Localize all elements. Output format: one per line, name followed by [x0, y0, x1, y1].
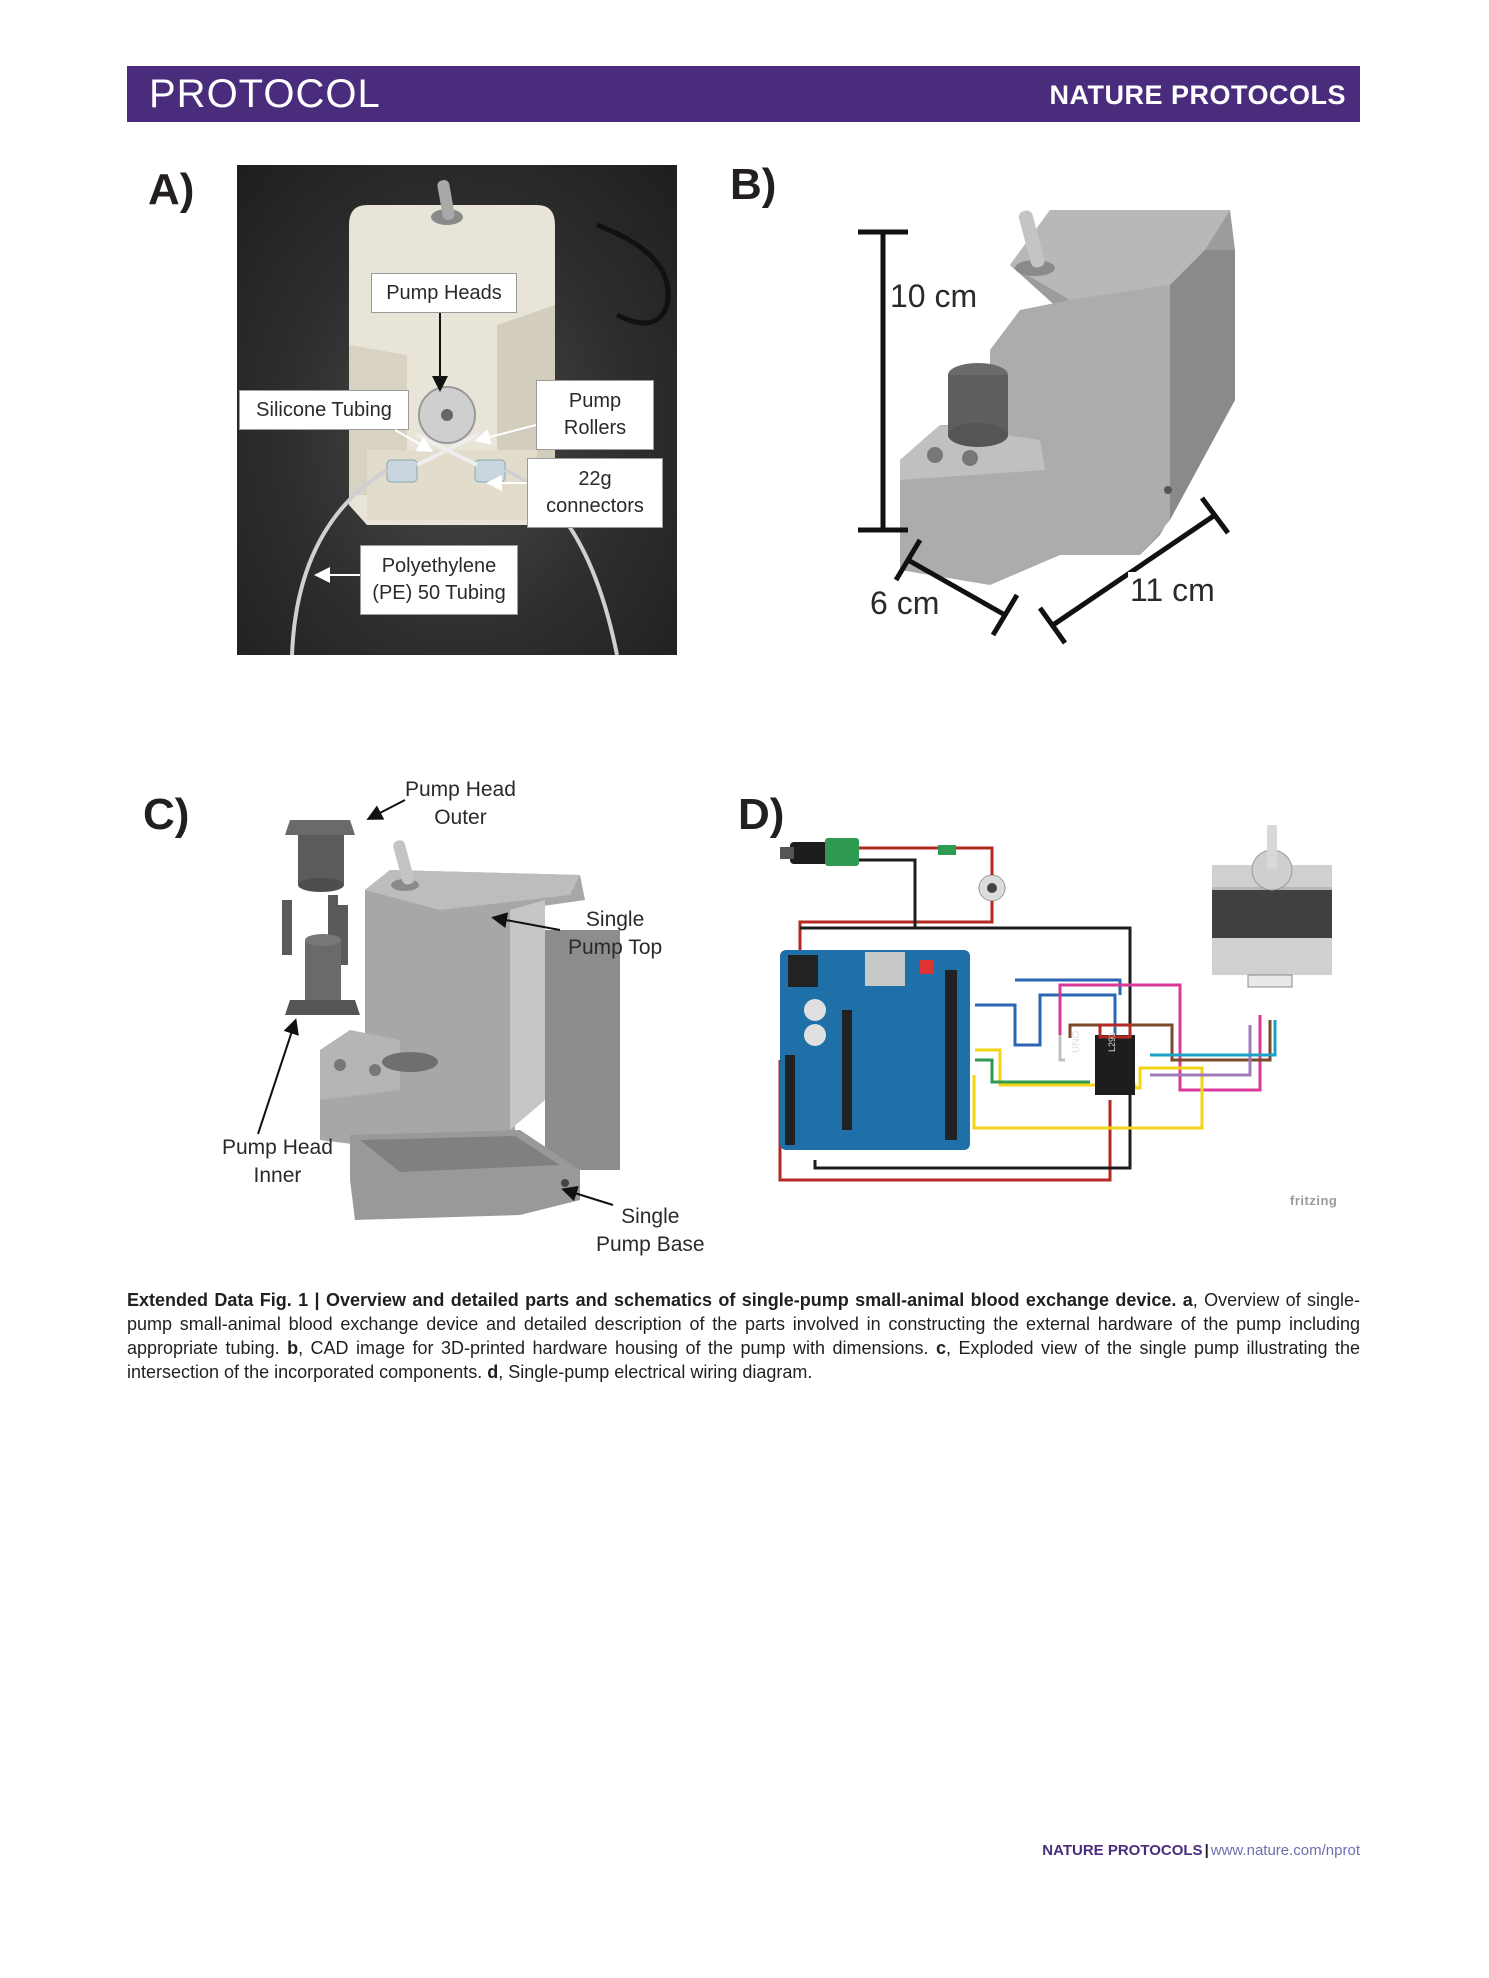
label-pump-head-inner: Pump Head Inner [222, 1136, 333, 1187]
caption-key-d: d [487, 1362, 499, 1382]
footer-separator: | [1204, 1842, 1209, 1859]
exploded-view-illustration [282, 820, 620, 1220]
caption-text-d: , Single-pump electrical wiring diagram. [498, 1362, 813, 1382]
label-single-pump-base: Single Pump Base [596, 1205, 705, 1256]
caption-key-b: b [287, 1338, 299, 1358]
callout-22g-connectors: 22g connectors [527, 458, 663, 528]
figure-caption: Extended Data Fig. 1 | Overview and deta… [127, 1288, 1360, 1384]
page-footer: NATURE PROTOCOLS|www.nature.com/nprot [1042, 1842, 1360, 1859]
caption-text-b: , CAD image for 3D-printed hardware hous… [298, 1338, 929, 1358]
dimension-height-label: 10 cm [888, 278, 980, 315]
panel-letter-b: B) [730, 160, 777, 209]
panel-a-arrows [314, 313, 537, 583]
callout-pump-rollers: Pump Rollers [536, 380, 654, 450]
fritzing-watermark: fritzing [1290, 1193, 1338, 1208]
label-pump-head-outer: Pump Head Outer [405, 778, 516, 829]
callout-pe-tubing: Polyethylene (PE) 50 Tubing [360, 545, 518, 615]
chip-label: L293 [1107, 1031, 1117, 1052]
footer-url-link[interactable]: www.nature.com/nprot [1210, 1842, 1360, 1859]
caption-key-a: a [1182, 1290, 1193, 1310]
wiring-diagram [778, 825, 1332, 1182]
caption-key-c: c [936, 1338, 947, 1358]
cad-pump-illustration [900, 210, 1235, 585]
callout-silicone-tubing: Silicone Tubing [239, 390, 409, 430]
footer-journal-name: NATURE PROTOCOLS [1042, 1842, 1203, 1859]
panel-letter-d: D) [738, 790, 785, 839]
dimension-width-label: 6 cm [868, 585, 942, 622]
label-single-pump-top: Single Pump Top [568, 908, 663, 959]
callout-pump-heads: Pump Heads [371, 273, 517, 313]
journal-header-bar: PROTOCOL NATURE PROTOCOLS [127, 66, 1360, 122]
arduino-board-label: UNO [1071, 1030, 1082, 1053]
section-label: PROTOCOL [149, 72, 381, 116]
panel-letter-c: C) [143, 790, 190, 839]
panel-c-arrows [257, 799, 614, 1206]
panel-letter-a: A) [148, 165, 195, 214]
journal-name: NATURE PROTOCOLS [1049, 80, 1346, 110]
caption-text-a: , Overview of single-pump small-animal b… [127, 1290, 1360, 1358]
dimension-depth-label: 11 cm [1128, 572, 1217, 609]
caption-figure-label: Extended Data Fig. 1 | Overview and deta… [127, 1290, 1177, 1310]
panel-b-dimension-lines [858, 229, 1231, 645]
caption-text-c: , Exploded view of the single pump illus… [127, 1338, 1360, 1382]
